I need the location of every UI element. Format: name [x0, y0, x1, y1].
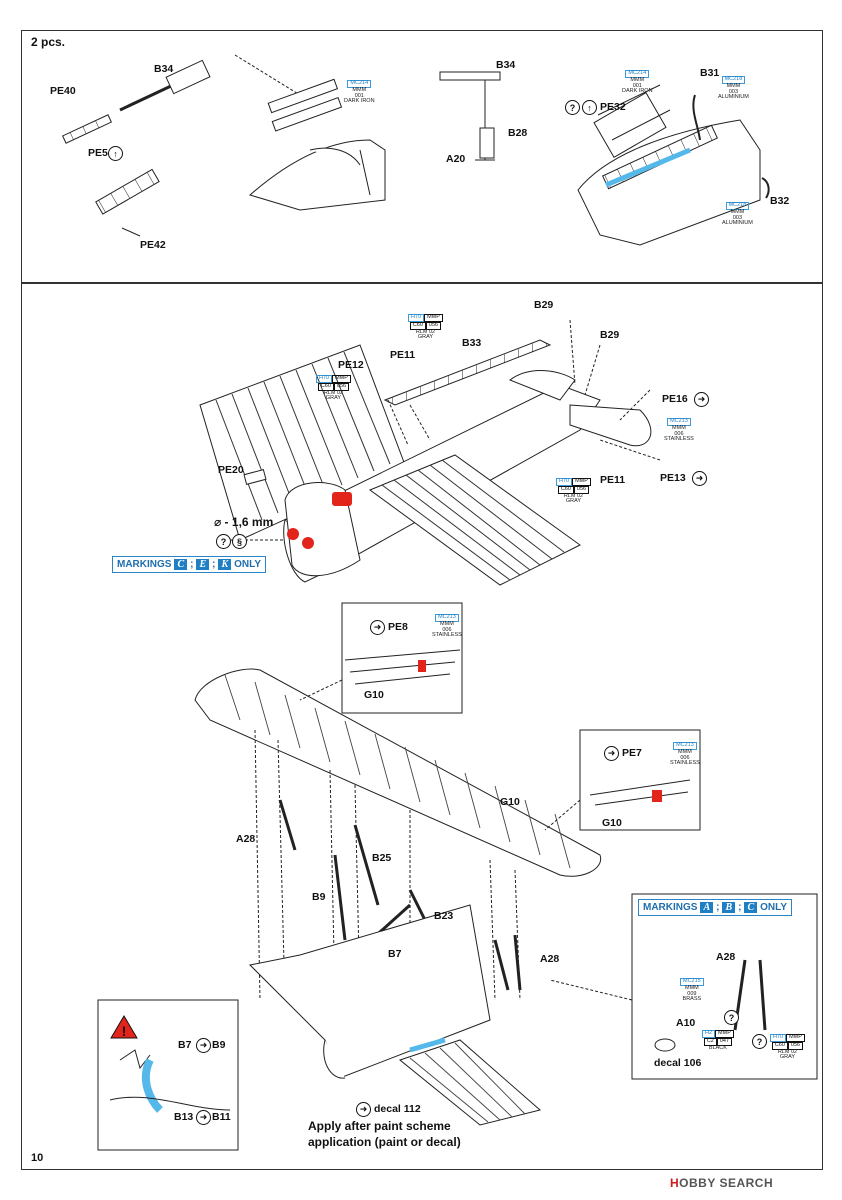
part-label-b29: B29	[534, 299, 554, 311]
decal-icon: ➜	[356, 1102, 371, 1117]
markings-badge-abc: MARKINGS A; B; C ONLY	[638, 899, 793, 916]
top-panel	[21, 30, 823, 284]
part-label-pe20: PE20	[218, 464, 244, 476]
inset-label-a28: A28	[716, 951, 736, 963]
paint-dark-iron: MC214 MMM 001 DARK IRON	[344, 80, 375, 105]
part-label-a28b: A28	[540, 953, 560, 965]
part-label-b31: B31	[700, 67, 720, 79]
part-label-b23: B23	[434, 910, 454, 922]
warning-label-b9: B9	[212, 1039, 226, 1051]
part-label-pe42: PE42	[140, 239, 166, 251]
optional-icon-b: ?	[216, 534, 231, 549]
part-label-a20: A20	[446, 153, 466, 165]
svg-text:!: !	[122, 1023, 127, 1039]
part-label-pe5: PE5	[88, 147, 108, 159]
part-label-pe11: PE11	[390, 349, 416, 361]
markings-badge-cek: MARKINGS C; E; K ONLY	[112, 556, 267, 573]
drill-note: ⌀ - 1,6 mm	[214, 515, 274, 529]
bend-icon-b: ➜	[692, 471, 707, 486]
part-label-b32: B32	[770, 195, 790, 207]
part-label-pe7: PE7	[622, 747, 642, 759]
part-label-pe32: PE32	[600, 101, 626, 113]
warning-label-b11: B11	[212, 1111, 231, 1123]
part-label-b25: B25	[372, 852, 392, 864]
paint-brass: MC215 MMM 009 BRASS	[680, 978, 704, 1003]
paint-stainless-a: MC213 MMM 006 STAINLESS	[432, 614, 462, 639]
quantity-label: 2 pcs.	[31, 35, 66, 49]
paint-aluminium-b: MC218 MMM 003 ALUMINIUM	[722, 202, 753, 227]
decal-label: decal 112	[374, 1103, 421, 1115]
paint-note-line2: application (paint or decal)	[308, 1135, 461, 1149]
part-label-b29b: B29	[600, 329, 620, 341]
optional-icon-d: ?	[752, 1034, 767, 1049]
fold-up-icon: ↑	[108, 146, 123, 161]
bend-icon-c: ➜	[370, 620, 385, 635]
bend-icon-e: ➜	[196, 1038, 211, 1053]
part-label-b34: B34	[154, 63, 174, 75]
optional-icon-c: ?	[724, 1010, 739, 1025]
optional-icon: ?	[565, 100, 580, 115]
page-number: 10	[31, 1152, 44, 1164]
part-label-g10: G10	[364, 689, 384, 701]
fold-up-icon-b: ↑	[582, 100, 597, 115]
paint-stainless: MC213 MMM 006 STAINLESS	[664, 418, 694, 443]
inset-label-a10: A10	[676, 1017, 696, 1029]
paint-dark-iron-b: MC214 MMM 001 DARK IRON	[622, 70, 653, 95]
part-label-b9: B9	[312, 891, 326, 903]
part-label-b7: B7	[388, 948, 402, 960]
part-label-pe12: PE12	[338, 359, 364, 371]
part-label-pe13: PE13	[660, 472, 686, 484]
bend-icon-f: ➜	[196, 1110, 211, 1125]
part-label-pe16: PE16	[662, 393, 688, 405]
inset-label-decal106: decal 106	[654, 1057, 702, 1069]
part-label-pe40: PE40	[50, 85, 76, 97]
paint-note-line1: Apply after paint scheme	[308, 1119, 451, 1133]
part-label-a28: A28	[236, 833, 256, 845]
part-label-b34b: B34	[496, 59, 516, 71]
warning-label-b13: B13	[174, 1111, 194, 1123]
warning-label-b7: B7	[178, 1039, 192, 1051]
part-label-pe8: PE8	[388, 621, 408, 633]
part-label-g10c: G10	[500, 796, 520, 808]
watermark-logo: HOBBY SEARCH	[670, 1176, 774, 1190]
part-label-pe11b: PE11	[600, 474, 626, 486]
main-panel	[21, 282, 823, 1170]
bend-icon-d: ➜	[604, 746, 619, 761]
part-label-g10b: G10	[602, 817, 622, 829]
part-label-b33: B33	[462, 337, 482, 349]
paint-stainless-b: MC213 MMM 006 STAINLESS	[670, 742, 700, 767]
paint-aluminium-a: MC218 MMM 003 ALUMINIUM	[718, 76, 749, 101]
part-label-b28: B28	[508, 127, 528, 139]
bend-icon: ➜	[694, 392, 709, 407]
drill-icon: §	[232, 534, 247, 549]
